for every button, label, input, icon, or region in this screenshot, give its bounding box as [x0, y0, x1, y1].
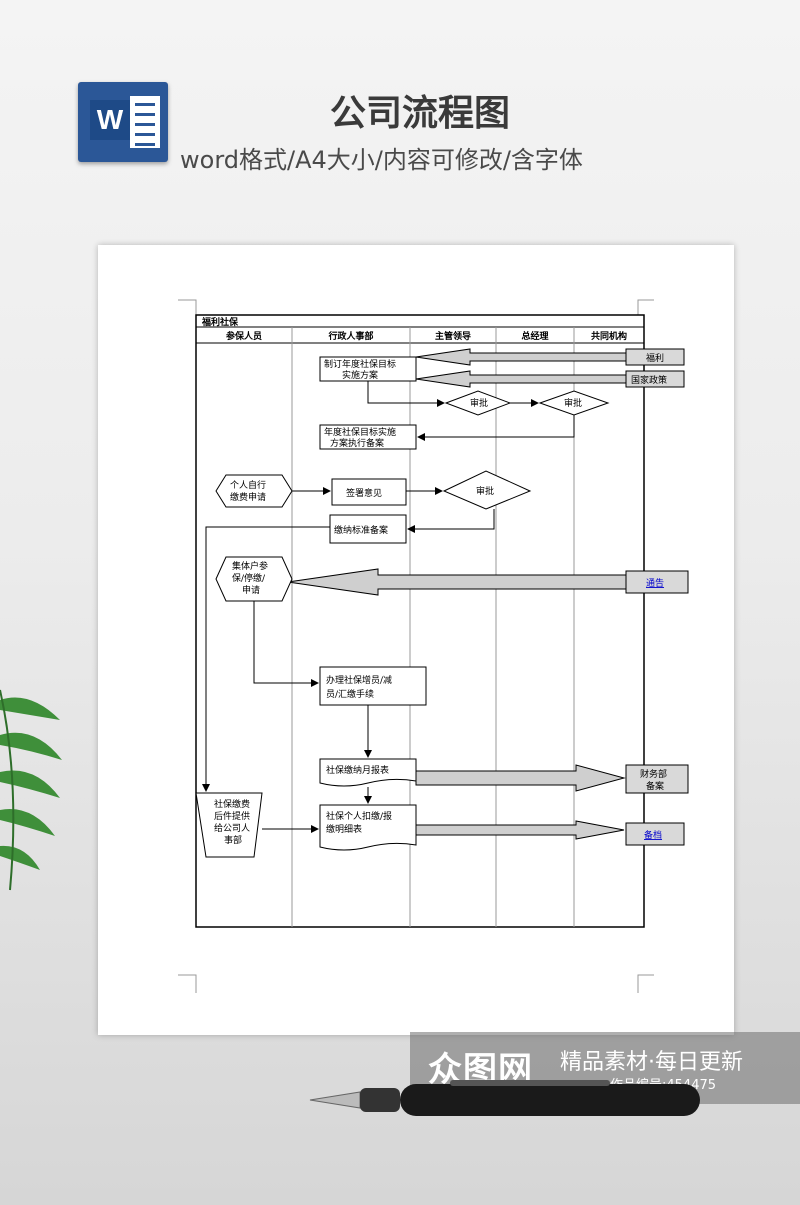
input-policy-label: 国家政策: [631, 374, 667, 386]
output-finance-line2: 备案: [646, 780, 664, 792]
node-payment-record-label: 缴纳标准备案: [334, 524, 388, 536]
word-app-icon: W: [78, 82, 168, 162]
node-personal-record: [319, 804, 417, 851]
node-opinion-label: 签署意见: [346, 487, 382, 499]
node-household-apply-line1: 集体户参: [232, 560, 268, 572]
node-opinion: [331, 478, 407, 506]
node-annual-plan-line2: 方案执行备案: [330, 437, 384, 449]
node-notice-sheet-line3: 给公司人: [214, 822, 250, 834]
node-personal-record-line1: 社保个人扣缴/报: [326, 810, 392, 822]
watermark-slogan: 精品素材·每日更新: [560, 1050, 743, 1075]
lane-header-2: 主管领导: [435, 330, 471, 342]
node-monthly-report: [319, 758, 417, 787]
node-household-apply: [215, 556, 293, 602]
output-finance-box: [625, 764, 689, 794]
block-arrows: [287, 348, 627, 840]
plant-leaf-decoration: [0, 689, 62, 891]
node-approve-2: [538, 390, 610, 416]
output-archive-box: [625, 822, 685, 846]
output-archive-label: 备档: [644, 829, 662, 841]
node-approve-1-label: 审批: [470, 397, 488, 409]
node-handle-procedure: [319, 666, 427, 706]
node-approve-3-label: 审批: [476, 485, 494, 497]
node-notice-sheet-line4: 事部: [224, 834, 242, 846]
flowchart: 福利社保 参保人员 行政人事部 主管领导 总经理 共同机构 福利 国家政策 通告…: [178, 299, 689, 993]
node-personal-record-line2: 缴明细表: [326, 823, 362, 835]
node-annual-plan: [319, 424, 417, 450]
node-approve-3: [442, 470, 532, 510]
node-handle-procedure-line1: 办理社保增员/减: [326, 674, 392, 686]
node-payment-record: [329, 514, 407, 544]
flow-nodes: 制订年度社保目标 实施方案 审批 审批 年度社保目标实施 方案执行备案 个人自行…: [195, 356, 610, 858]
node-self-apply-line2: 缴费申请: [230, 491, 266, 503]
crop-marks: [178, 299, 654, 993]
document-page: 福利社保 参保人员 行政人事部 主管领导 总经理 共同机构 福利 国家政策 通告…: [98, 245, 734, 1035]
node-notice-sheet-line1: 社保缴费: [214, 798, 250, 810]
external-boxes: 福利 国家政策 通告 财务部 备案 备档: [625, 348, 689, 846]
node-draft-plan-line2: 实施方案: [342, 369, 378, 381]
lane-header-1: 行政人事部: [327, 330, 373, 342]
node-monthly-report-label: 社保缴纳月报表: [326, 764, 389, 776]
node-approve-2-label: 审批: [564, 397, 582, 409]
input-notice-label: 通告: [646, 577, 664, 589]
connectors: [202, 381, 575, 833]
node-notice-sheet-line2: 后件提供: [214, 810, 250, 822]
lane-header-0: 参保人员: [226, 330, 262, 342]
page-title: 公司流程图: [329, 93, 510, 134]
node-notice-sheet: [195, 792, 263, 858]
node-draft-plan: [319, 356, 417, 382]
lane-headers: 参保人员 行政人事部 主管领导 总经理 共同机构: [226, 330, 627, 342]
node-handle-procedure-line2: 员/汇缴手续: [326, 688, 374, 700]
page-subtitle: word格式/A4大小/内容可修改/含字体: [180, 146, 583, 174]
table-title: 福利社保: [201, 316, 239, 328]
node-draft-plan-line1: 制订年度社保目标: [324, 358, 396, 370]
node-annual-plan-line1: 年度社保目标实施: [324, 426, 396, 438]
lane-header-3: 总经理: [521, 330, 548, 342]
node-household-apply-line3: 申请: [242, 584, 260, 596]
node-household-apply-line2: 保/停缴/: [232, 572, 266, 584]
output-finance-line1: 财务部: [640, 768, 667, 780]
document-lines-icon: [130, 96, 160, 148]
lane-header-4: 共同机构: [591, 330, 627, 342]
input-welfare-label: 福利: [646, 352, 664, 364]
word-letter-icon: W: [90, 100, 130, 140]
pen-icon: [309, 1080, 700, 1116]
node-self-apply-line1: 个人自行: [230, 479, 266, 491]
